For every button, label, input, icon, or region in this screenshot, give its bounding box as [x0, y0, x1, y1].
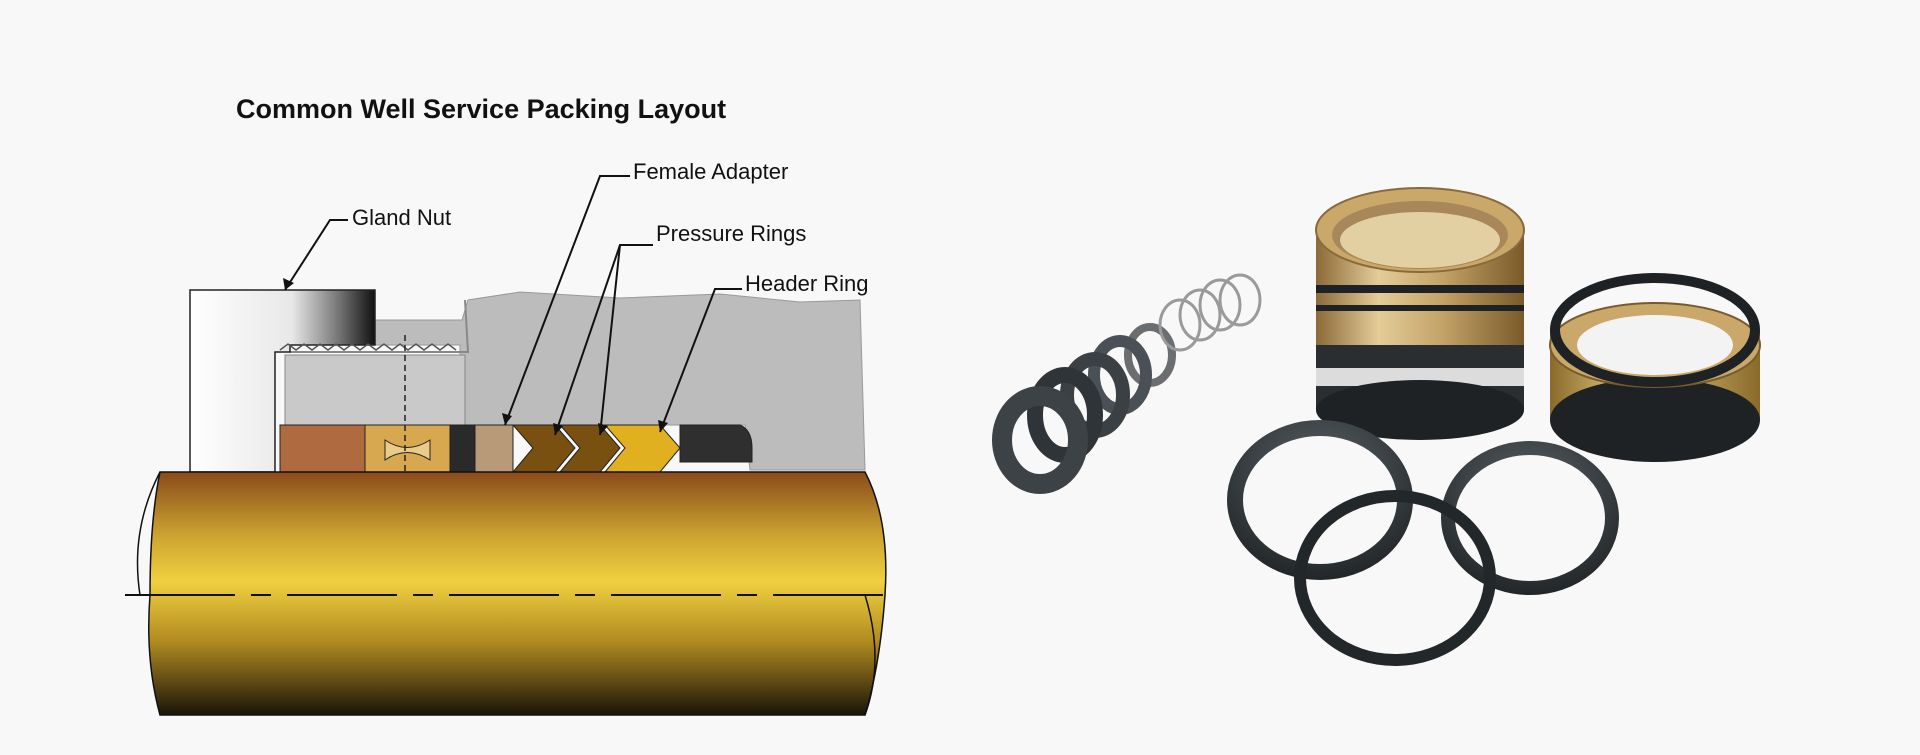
- label-pressure-rings: Pressure Rings: [656, 221, 807, 246]
- gland-nut-threads: [279, 343, 457, 351]
- junk-ring: [279, 424, 366, 473]
- leader-lines: [284, 175, 742, 436]
- coil-spring: [1158, 273, 1262, 352]
- label-gland-nut: Gland Nut: [352, 205, 452, 230]
- brass-cylinder: [1315, 187, 1525, 440]
- diagram-title: Common Well Service Packing Layout: [236, 94, 727, 124]
- label-header-ring: Header Ring: [745, 271, 869, 296]
- female-adapter-ring: [474, 424, 514, 473]
- spacer-black: [449, 424, 476, 473]
- packing-set-right: [1549, 273, 1761, 462]
- housing-bore-lip: [290, 299, 470, 353]
- plunger: [148, 471, 887, 716]
- leader-arrowheads: [283, 278, 668, 435]
- plunger-left-end: [136, 471, 161, 596]
- gland-nut-inner: [284, 354, 466, 426]
- label-female-adapter: Female Adapter: [633, 159, 789, 184]
- lantern-ring-hole: [384, 439, 431, 461]
- bottom-seal-rings: [1227, 420, 1619, 666]
- end-seal: [679, 424, 753, 463]
- plunger-right-end: [864, 594, 876, 716]
- seal-ring-stack: [992, 323, 1176, 494]
